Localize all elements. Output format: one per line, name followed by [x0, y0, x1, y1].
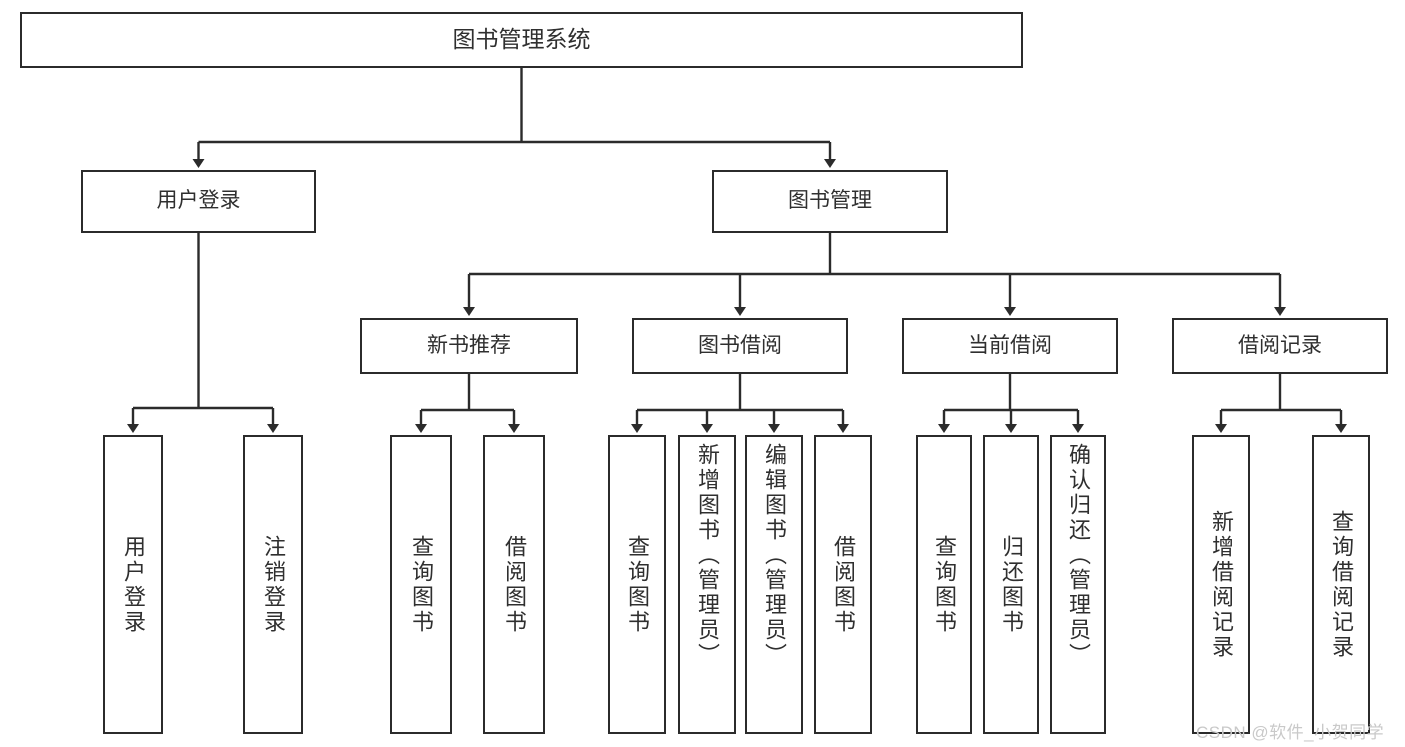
node-root-label: 图书管理系统: [452, 26, 591, 53]
node-leaf-1[interactable]: 注销登录: [243, 435, 303, 734]
node-root[interactable]: 图书管理系统: [20, 12, 1023, 68]
node-level3-0-label: 新书推荐: [427, 333, 511, 357]
node-level3-1-label: 图书借阅: [698, 333, 782, 357]
node-leaf-4-label: 查询图书: [625, 534, 650, 635]
node-level3-0[interactable]: 新书推荐: [360, 318, 578, 374]
node-leaf-1-label: 注销登录: [261, 534, 286, 635]
node-leaf-11[interactable]: 新增借阅记录: [1192, 435, 1250, 734]
node-leaf-0-label: 用户登录: [121, 534, 146, 635]
csdn-watermark: CSDN @软件_小贺同学: [1196, 723, 1385, 742]
node-level3-2[interactable]: 当前借阅: [902, 318, 1118, 374]
node-leaf-7[interactable]: 借阅图书: [814, 435, 872, 734]
node-leaf-6[interactable]: 编辑图书（管理员）: [745, 435, 803, 734]
node-leaf-8[interactable]: 查询图书: [916, 435, 972, 734]
node-leaf-2[interactable]: 查询图书: [390, 435, 452, 734]
node-level2-1[interactable]: 图书管理: [712, 170, 948, 233]
node-leaf-10[interactable]: 确认归还（管理员）: [1050, 435, 1106, 734]
node-leaf-9-label: 归还图书: [999, 534, 1024, 635]
node-level2-1-label: 图书管理: [788, 189, 872, 213]
node-leaf-0[interactable]: 用户登录: [103, 435, 163, 734]
node-level2-0-label: 用户登录: [156, 189, 241, 213]
node-leaf-4[interactable]: 查询图书: [608, 435, 666, 734]
node-leaf-9[interactable]: 归还图书: [983, 435, 1039, 734]
node-leaf-11-label: 新增借阅记录: [1209, 509, 1234, 660]
node-leaf-7-label: 借阅图书: [831, 534, 856, 635]
node-leaf-5[interactable]: 新增图书（管理员）: [678, 435, 736, 734]
node-level3-1[interactable]: 图书借阅: [632, 318, 848, 374]
node-leaf-6-label: 编辑图书（管理员）: [762, 443, 787, 668]
node-leaf-8-label: 查询图书: [932, 534, 957, 635]
node-leaf-3[interactable]: 借阅图书: [483, 435, 545, 734]
node-leaf-2-label: 查询图书: [409, 534, 434, 635]
node-leaf-12[interactable]: 查询借阅记录: [1312, 435, 1370, 734]
node-level3-3[interactable]: 借阅记录: [1172, 318, 1388, 374]
node-leaf-3-label: 借阅图书: [502, 534, 527, 635]
node-level3-2-label: 当前借阅: [968, 333, 1052, 357]
node-leaf-10-label: 确认归还（管理员）: [1066, 443, 1091, 668]
node-leaf-12-label: 查询借阅记录: [1329, 509, 1354, 660]
node-level2-0[interactable]: 用户登录: [81, 170, 316, 233]
node-leaf-5-label: 新增图书（管理员）: [695, 443, 720, 668]
node-level3-3-label: 借阅记录: [1238, 333, 1322, 357]
